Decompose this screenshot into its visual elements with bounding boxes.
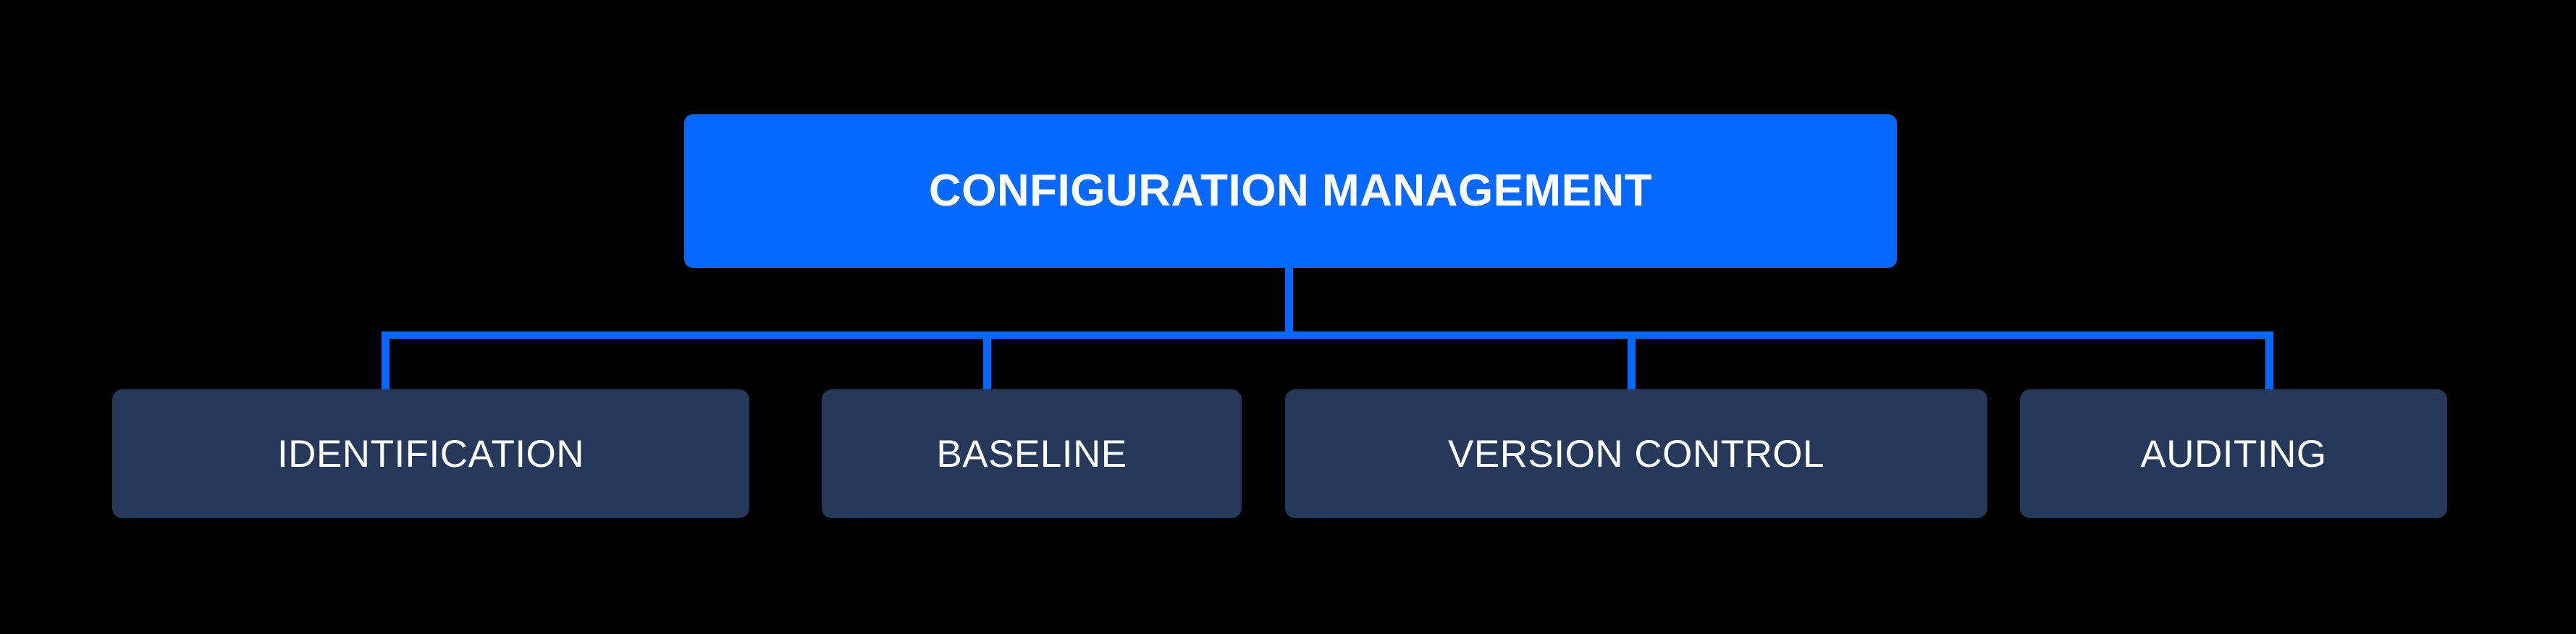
connector-drop-auditing — [2265, 331, 2273, 391]
node-identification[interactable]: IDENTIFICATION — [112, 389, 749, 518]
node-label-version-control: VERSION CONTROL — [1448, 432, 1824, 476]
node-configuration-management[interactable]: CONFIGURATION MANAGEMENT — [684, 114, 1897, 268]
connector-drop-version-control — [1628, 331, 1636, 391]
node-baseline[interactable]: BASELINE — [822, 389, 1242, 518]
node-label-auditing: AUDITING — [2140, 432, 2327, 476]
node-label-baseline: BASELINE — [936, 432, 1127, 476]
node-label-identification: IDENTIFICATION — [277, 432, 585, 476]
connector-horizontal-bus — [382, 331, 2273, 339]
connector-drop-baseline — [983, 331, 991, 391]
node-version-control[interactable]: VERSION CONTROL — [1285, 389, 1987, 518]
node-label-root: CONFIGURATION MANAGEMENT — [928, 166, 1653, 216]
connector-drop-identification — [382, 331, 390, 391]
node-auditing[interactable]: AUDITING — [2020, 389, 2447, 518]
connector-root-stem — [1285, 266, 1293, 333]
